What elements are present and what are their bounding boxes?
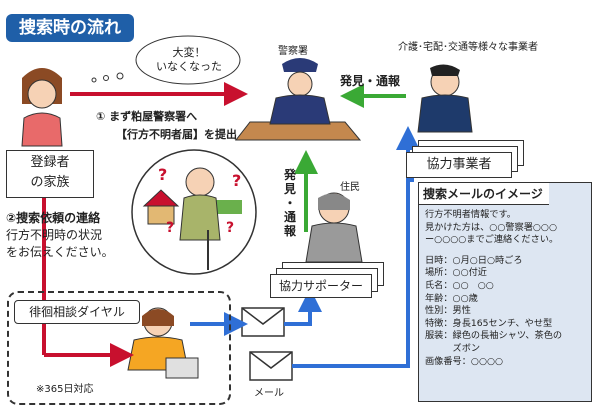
mail-line (419, 247, 591, 255)
step2-line3: をお伝えください。 (6, 245, 114, 259)
businesses-label: 介護･宅配･交通等様々な事業者 (398, 42, 538, 53)
step2-line1: ②捜索依頼の連絡 (6, 211, 101, 225)
mail-line: 年齢：○○歳 (425, 292, 478, 304)
step2-line2: 行方不明時の状況 (6, 228, 103, 242)
svg-text:?: ? (166, 220, 174, 236)
page-title: 捜索時の流れ (6, 14, 134, 42)
mail-line: 画像番号：○○○○ (425, 355, 504, 367)
police-officer-figure (234, 58, 362, 141)
mail-line: 場所：○○付近 (425, 267, 487, 279)
svg-text:?: ? (158, 165, 167, 184)
business-man-figure (417, 64, 473, 133)
registrant-line2: の家族 (30, 175, 70, 190)
bubble-line1: 大変！ (172, 46, 206, 59)
mail-line: 日時：○月○日○時ごろ (425, 254, 523, 266)
mail-line: 性別：男性 (425, 305, 471, 317)
step1-line2: 【行方不明者届】を提出 (116, 128, 237, 141)
police-label: 警察署 (278, 46, 308, 57)
discover-report-vertical: 発 見 ・ 通 報 (283, 168, 296, 238)
worried-woman-figure (21, 68, 63, 147)
dial-dashed-frame (7, 291, 231, 405)
mail-line: 氏名：○○ ○○ (425, 279, 494, 291)
cooperative-supporter-box: 協力サポーター (270, 274, 372, 298)
bubble-line2: いなくなった (156, 60, 222, 73)
discover-report-horizontal: 発見・通報 (340, 74, 401, 88)
mail-icon (241, 307, 293, 381)
step2-text: ②捜索依頼の連絡 行方不明時の状況 をお伝えください。 (6, 210, 114, 261)
registrant-family-box: 登録者 の家族 (6, 150, 94, 198)
step1-line1: ① まず粕屋警察署へ (96, 110, 198, 123)
search-mail-body: 行方不明者情報です。 見かけた方は、○○警察署○○○ ー○○○○までご連絡くださ… (419, 205, 591, 368)
search-mail-header: 捜索メールのイメージ (419, 183, 549, 205)
resident-woman-figure (305, 192, 363, 263)
mail-line: 見かけた方は、○○警察署○○○ (425, 221, 557, 233)
lost-elderly-man-figure: ? ? ? ? (131, 149, 257, 275)
operator-woman-figure (127, 307, 199, 379)
speech-bubble-shape (91, 35, 241, 85)
resident-label: 住民 (340, 182, 360, 193)
mail-line: 特徴：身長165センチ、やせ型 (425, 317, 553, 329)
mail-line: 服装：緑色の長袖シャツ、茶色の (425, 330, 563, 342)
blue-line-mail-to-business (292, 178, 414, 368)
search-mail-panel: 捜索メールのイメージ 行方不明者情報です。 見かけた方は、○○警察署○○○ ー○… (418, 182, 592, 402)
speech-bubble: 大変！ いなくなった (148, 46, 230, 74)
wandering-dial-box: 徘徊相談ダイヤル (14, 300, 140, 324)
dial-note: ※365日対応 (36, 384, 94, 395)
svg-text:?: ? (226, 220, 234, 236)
registrant-line1: 登録者 (30, 155, 70, 170)
blue-arrow-mail-to-supporter (284, 288, 322, 326)
mail-line: ー○○○○までご連絡ください。 (425, 234, 559, 246)
mail-label: メール (254, 388, 284, 399)
svg-text:?: ? (232, 171, 241, 190)
mail-line: ズボン (425, 342, 481, 354)
cooperative-business-box: 協力事業者 (406, 152, 512, 178)
mail-line: 行方不明者情報です。 (425, 209, 516, 220)
